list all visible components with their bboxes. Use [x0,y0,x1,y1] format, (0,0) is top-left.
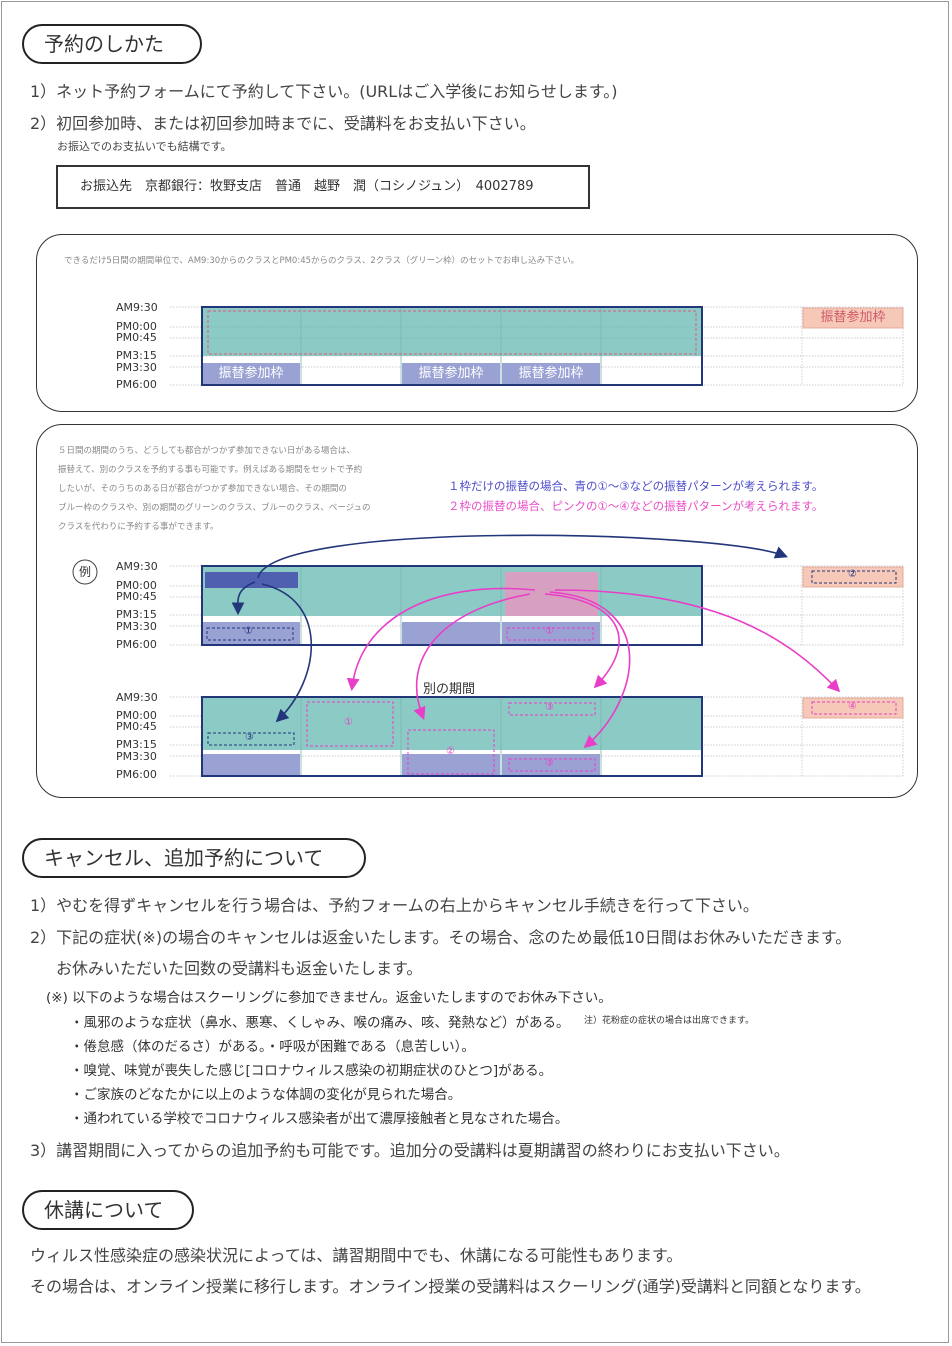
symptom-bullet-3: ・嗅覚、味覚が喪失した感じ[コロナウィルス感染の初期症状のひとつ]がある。 [70,1063,553,1079]
box2b-time-0045: PM0:45 [116,720,157,733]
mark-pink-4: ④ [848,701,857,712]
box2a-time-0000: PM0:00 [116,579,157,592]
box2-upper-grid [170,565,904,646]
schedule-box-2 [36,424,918,798]
box2a-time-0600: PM6:00 [116,638,157,651]
pink-pattern-note: ２枠の振替の場合、ピンクの①〜④などの振替パターンが考えられます。 [448,499,824,513]
box2a-time-0330: PM3:30 [116,620,157,633]
box1-grid [170,306,904,386]
box1-time-0330: PM3:30 [116,361,157,374]
symptom-bullet-5: ・通われている学校でコロナウィルス感染者が出て濃厚接触者と見なされた場合。 [70,1111,569,1127]
box2a-time-0045: PM0:45 [116,590,157,603]
bank-info: お振込先 京都銀行：牧野支店 普通 越野 潤（コシノジュン） 4002789 [56,165,590,209]
cancel-line-3: 3）講習期間に入ってからの追加予約も可能です。追加分の受講料は夏期講習の終わりに… [30,1141,790,1160]
box2b-time-0315: PM3:15 [116,738,157,751]
navy-arrows [231,534,788,723]
box2b-time-0000: PM0:00 [116,709,157,722]
box1-time-0045: PM0:45 [116,331,157,344]
box1-furikae-3: 振替参加枠 [518,366,584,381]
box1-furikae-right: 振替参加枠 [820,310,886,325]
mark-blue-3: ③ [245,732,254,743]
mark-pink-3b: ③ [545,758,554,769]
box2b-time-0330: PM3:30 [116,750,157,763]
mark-pink-2: ② [446,746,455,757]
symptom-bullet-2: ・倦怠感（体のだるさ）がある。・呼吸が困難である（息苦しい）。 [70,1039,475,1055]
example-label: 例 [78,565,91,579]
cancel-line-2: 2）下記の症状(※)の場合のキャンセルは返金いたします。その場合、念のため最低1… [30,928,852,947]
symptom-note-head: (※) 以下のような場合はスクーリングに参加できません。返金いたしますのでお休み… [46,990,612,1006]
mark-blue-1: ① [244,626,253,637]
box1-time-0315: PM3:15 [116,349,157,362]
symptom-bullet-1: ・風邪のような症状（鼻水、悪寒、くしゃみ、喉の痛み、咳、発熱など）がある。 [70,1015,570,1031]
box1-note: できるだけ5日間の期間単位で、AM9:30からのクラスとPM0:45からのクラス… [64,256,580,266]
symptom-bullet-4: ・ご家族のどなたかに以上のような体調の変化が見られた場合。 [70,1087,462,1103]
schedule-box-1 [36,234,918,412]
section-title-closure: 休講について [22,1190,194,1230]
box1-furikae-2: 振替参加枠 [418,366,484,381]
closure-line-2: その場合は、オンライン授業に移行します。オンライン授業の受講料はスクーリング(通… [30,1277,871,1296]
mark-pink-1: ① [344,717,353,728]
mark-blue-2: ② [848,569,857,580]
section-title-cancel: キャンセル、追加予約について [22,838,366,878]
example-circle [72,559,98,585]
pollen-note: 注）花粉症の症状の場合は出席できます。 [584,1016,755,1026]
box2-note-5: クラスを代わりに予約する事ができます。 [58,522,219,532]
box2b-time-0600: PM6:00 [116,768,157,781]
blue-pattern-note: １枠だけの振替の場合、青の①〜③などの振替パターンが考えられます。 [448,479,824,493]
box2-note-1: ５日間の期間のうち、どうしても都合がつかず参加できない日がある場合は、 [58,446,355,456]
reservation-line-2: 2）初回参加時、または初回参加時までに、受講料をお支払い下さい。 [30,114,536,133]
section-title-reservation: 予約のしかた [22,24,202,64]
mark-pink-1-upper: ① [545,626,554,637]
cancel-line-1: 1）やむを得ずキャンセルを行う場合は、予約フォームの右上からキャンセル手続きを行… [30,896,759,915]
box1-time-0600: PM6:00 [116,378,157,391]
mark-pink-3a: ③ [545,702,554,713]
box1-furikae-1: 振替参加枠 [218,366,284,381]
box2-note-3: したいが、そのうちのある日が都合がつかず参加できない場合、その期間の [58,484,347,494]
closure-line-1: ウィルス性感染症の感染状況によっては、講習期間中でも、休講になる可能性もあります… [30,1246,683,1265]
box2-note-2: 振替えて、別のクラスを予約する事も可能です。例えばある期間をセットで予約 [58,465,363,475]
box2a-time-0930: AM9:30 [116,560,158,573]
box1-time-0930: AM9:30 [116,301,158,314]
box2-lower-grid [170,696,904,777]
box2a-time-0315: PM3:15 [116,608,157,621]
box2b-time-0930: AM9:30 [116,691,158,704]
other-period-label: 別の期間 [423,682,476,697]
box2-note-4: ブルー枠のクラスや、別の期間のグリーンのクラス、ブルーのクラス、ベージュの [58,503,371,513]
reservation-line-1: 1）ネット予約フォームにて予約して下さい。(URLはご入学後にお知らせします。) [30,82,618,101]
pink-arrows [346,587,841,749]
reservation-line-2-sub: お振込でのお支払いでも結構です。 [57,140,232,153]
box1-time-0000: PM0:00 [116,320,157,333]
cancel-line-2b: お休みいただいた回数の受講料も返金いたします。 [56,959,423,978]
